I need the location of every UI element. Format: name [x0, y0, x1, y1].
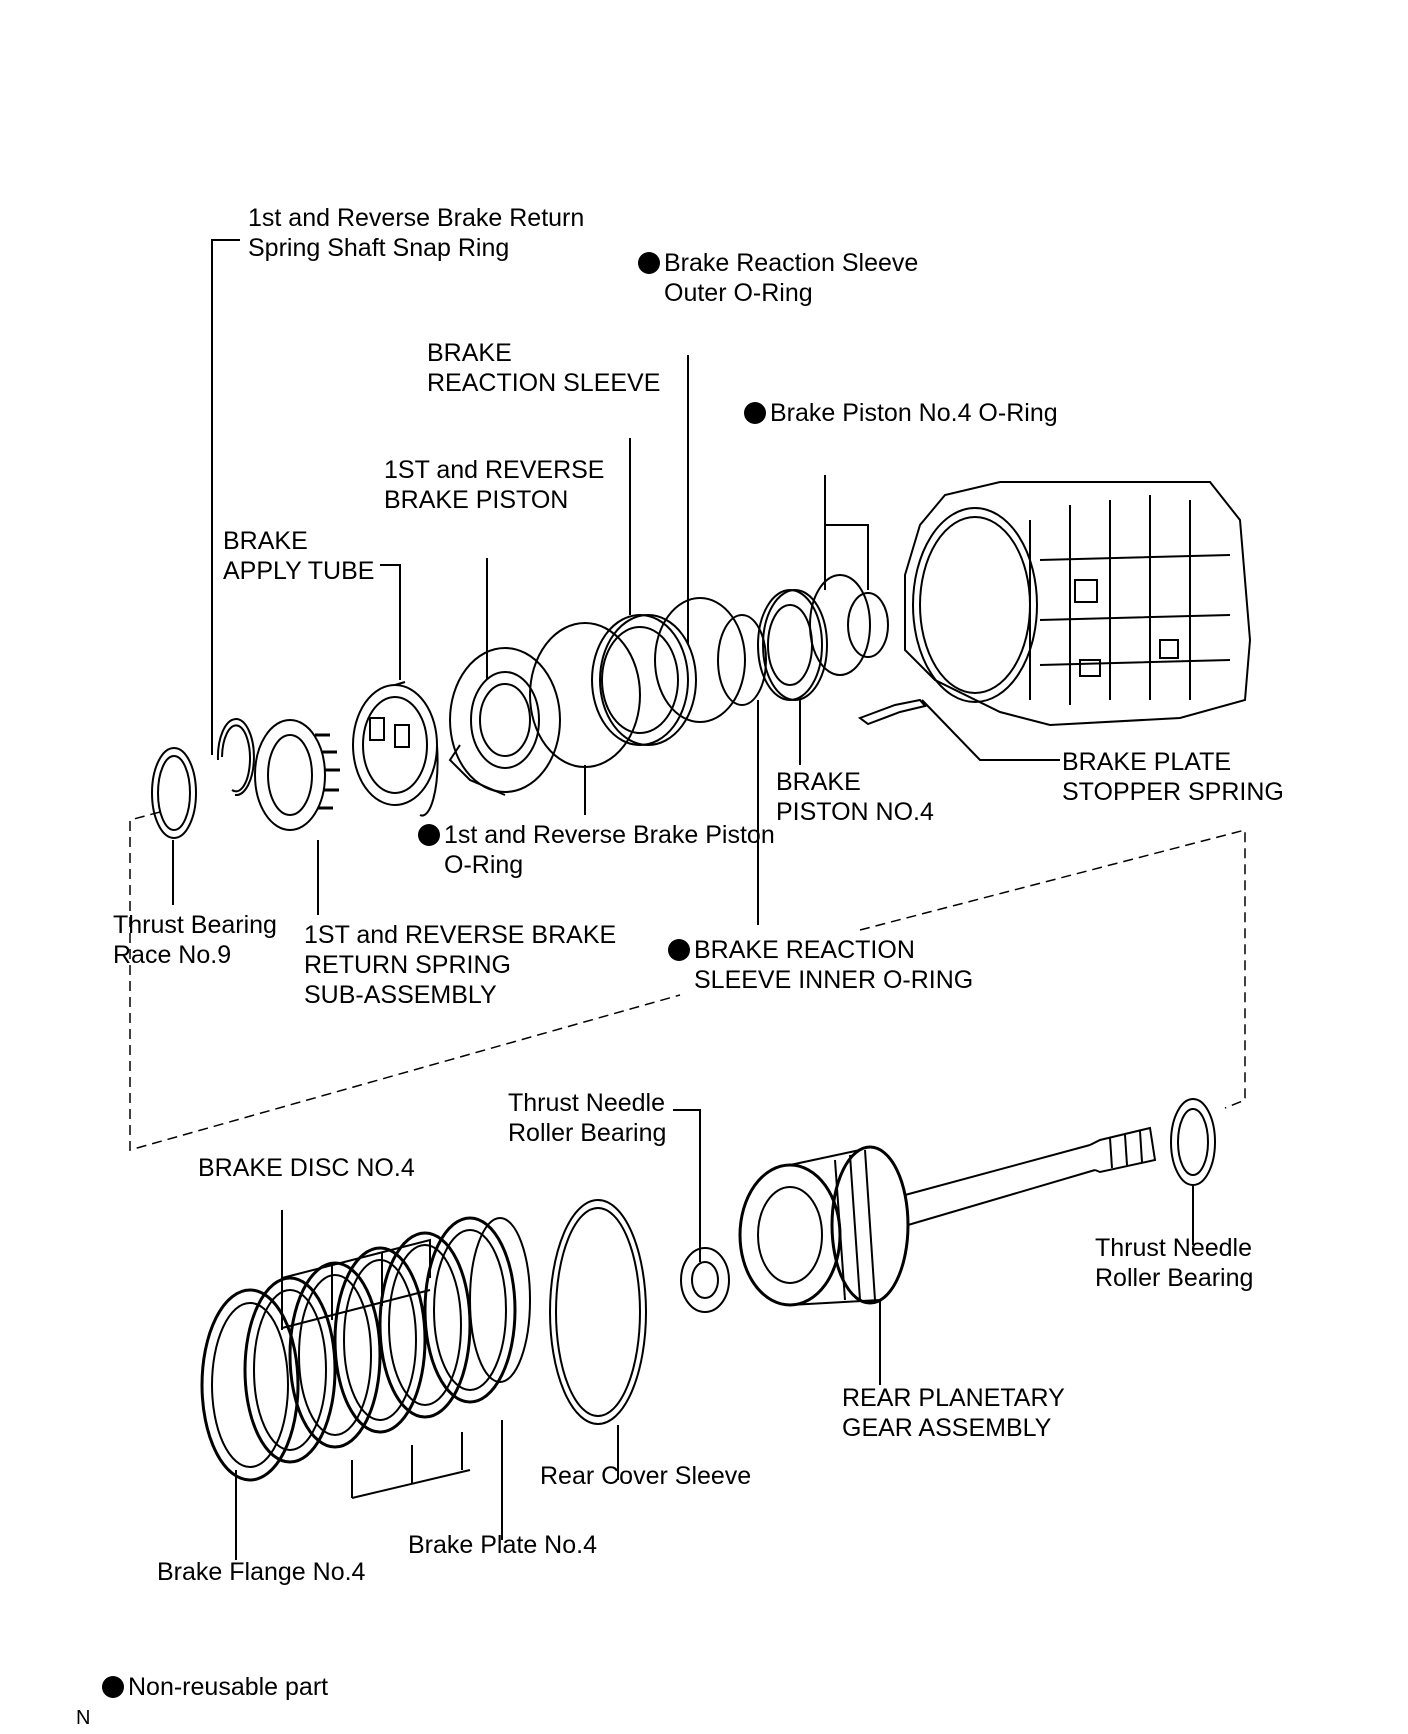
- label-snap-ring: 1st and Reverse Brake Return Spring Shaf…: [248, 203, 584, 263]
- label-line: BRAKE PLATE: [1062, 748, 1232, 776]
- label-reverse-piston: 1ST and REVERSE BRAKE PISTON: [384, 455, 604, 515]
- label-cover-sleeve: Rear Cover Sleeve: [540, 1461, 751, 1491]
- needle-bearing-2-drawing: [1170, 1098, 1216, 1186]
- label-planetary: REAR PLANETARY GEAR ASSEMBLY: [842, 1383, 1065, 1443]
- stopper-spring-drawing: [857, 698, 927, 726]
- label-line: Roller Bearing: [1095, 1264, 1254, 1292]
- label-line: Race No.9: [113, 941, 232, 969]
- label-line: PISTON NO.4: [776, 798, 934, 826]
- label-stopper-spring: BRAKE PLATE STOPPER SPRING: [1062, 747, 1284, 807]
- label-line: Thrust Bearing: [113, 911, 277, 939]
- page-mark-text: N: [76, 1707, 91, 1729]
- label-line: REACTION SLEEVE: [427, 369, 661, 397]
- label-line: BRAKE: [776, 768, 861, 796]
- label-line: Thrust Needle: [508, 1089, 666, 1117]
- label-line: Roller Bearing: [508, 1119, 667, 1147]
- label-brake-plate: Brake Plate No.4: [408, 1530, 597, 1560]
- label-line: Brake Piston No.4 O-Ring: [744, 398, 1058, 428]
- planetary-drawing: [738, 1126, 1157, 1307]
- reaction-sleeve-drawing: [591, 614, 697, 746]
- label-line: Brake Reaction Sleeve: [638, 248, 918, 278]
- label-outer-oring: Brake Reaction Sleeve Outer O-Ring: [638, 248, 918, 308]
- label-line: 1st and Reverse Brake Piston: [418, 820, 775, 850]
- page-mark: N: [76, 1703, 90, 1733]
- label-line: Thrust Needle: [1095, 1234, 1253, 1262]
- label-line: BRAKE: [427, 339, 512, 367]
- brake-pack-drawing: [200, 1216, 531, 1482]
- reverse-piston-drawing: [448, 647, 561, 796]
- label-thrust-race: Thrust Bearing Race No.9: [113, 910, 277, 970]
- label-piston4-oring: Brake Piston No.4 O-Ring: [744, 398, 1058, 428]
- piston4-oring-b-drawing: [847, 592, 889, 658]
- label-line: 1ST and REVERSE: [384, 456, 605, 484]
- label-line: 1st and Reverse Brake Return: [248, 204, 585, 232]
- piston-oring-drawing: [529, 622, 641, 768]
- thrust-race-drawing: [151, 747, 197, 839]
- label-return-spring: 1ST and REVERSE BRAKE RETURN SPRING SUB-…: [304, 920, 616, 1010]
- label-line: SLEEVE INNER O-RING: [694, 966, 974, 994]
- apply-tube-drawing: [352, 681, 439, 817]
- label-brake-disc: BRAKE DISC NO.4: [198, 1153, 415, 1183]
- label-line: Rear Cover Sleeve: [540, 1462, 752, 1490]
- label-needle-bearing-1: Thrust Needle Roller Bearing: [508, 1088, 666, 1148]
- piston4-oring-a-drawing: [809, 574, 871, 676]
- outer-oring-drawing: [654, 597, 746, 723]
- legend-non-reusable: Non-reusable part: [102, 1672, 328, 1702]
- label-piston4: BRAKE PISTON NO.4: [776, 767, 934, 827]
- label-inner-oring: BRAKE REACTION SLEEVE INNER O-RING: [668, 935, 973, 995]
- label-line: 1ST and REVERSE BRAKE: [304, 921, 617, 949]
- label-line: Outer O-Ring: [664, 279, 813, 307]
- label-line: GEAR ASSEMBLY: [842, 1414, 1052, 1442]
- label-line: RETURN SPRING: [304, 951, 511, 979]
- label-piston-oring: 1st and Reverse Brake Piston O-Ring: [418, 820, 775, 880]
- snap-ring-drawing: [216, 718, 255, 797]
- label-line: Brake Plate No.4: [408, 1531, 597, 1559]
- label-needle-bearing-2: Thrust Needle Roller Bearing: [1095, 1233, 1253, 1293]
- label-brake-flange: Brake Flange No.4: [157, 1557, 365, 1587]
- transmission-case-drawing: [904, 481, 1252, 727]
- needle-bearing-1-drawing: [680, 1247, 730, 1313]
- label-line: BRAKE: [223, 527, 308, 555]
- legend-text: Non-reusable part: [102, 1672, 328, 1702]
- label-apply-tube: BRAKE APPLY TUBE: [223, 526, 374, 586]
- inner-oring-drawing: [717, 614, 767, 706]
- label-line: Spring Shaft Snap Ring: [248, 234, 510, 262]
- label-line: BRAKE REACTION: [668, 935, 973, 965]
- dashed-boundary: [129, 811, 1246, 1151]
- label-line: REAR PLANETARY: [842, 1384, 1065, 1412]
- piston4-drawing: [757, 589, 828, 701]
- return-spring-drawing: [254, 719, 340, 831]
- label-line: SUB-ASSEMBLY: [304, 981, 497, 1009]
- label-line: APPLY TUBE: [223, 557, 375, 585]
- label-line: BRAKE PISTON: [384, 486, 569, 514]
- cover-sleeve-drawing: [549, 1199, 647, 1425]
- label-line: O-Ring: [444, 851, 524, 879]
- label-line: BRAKE DISC NO.4: [198, 1154, 415, 1182]
- label-reaction-sleeve: BRAKE REACTION SLEEVE: [427, 338, 660, 398]
- label-line: Brake Flange No.4: [157, 1558, 366, 1586]
- label-line: STOPPER SPRING: [1062, 778, 1284, 806]
